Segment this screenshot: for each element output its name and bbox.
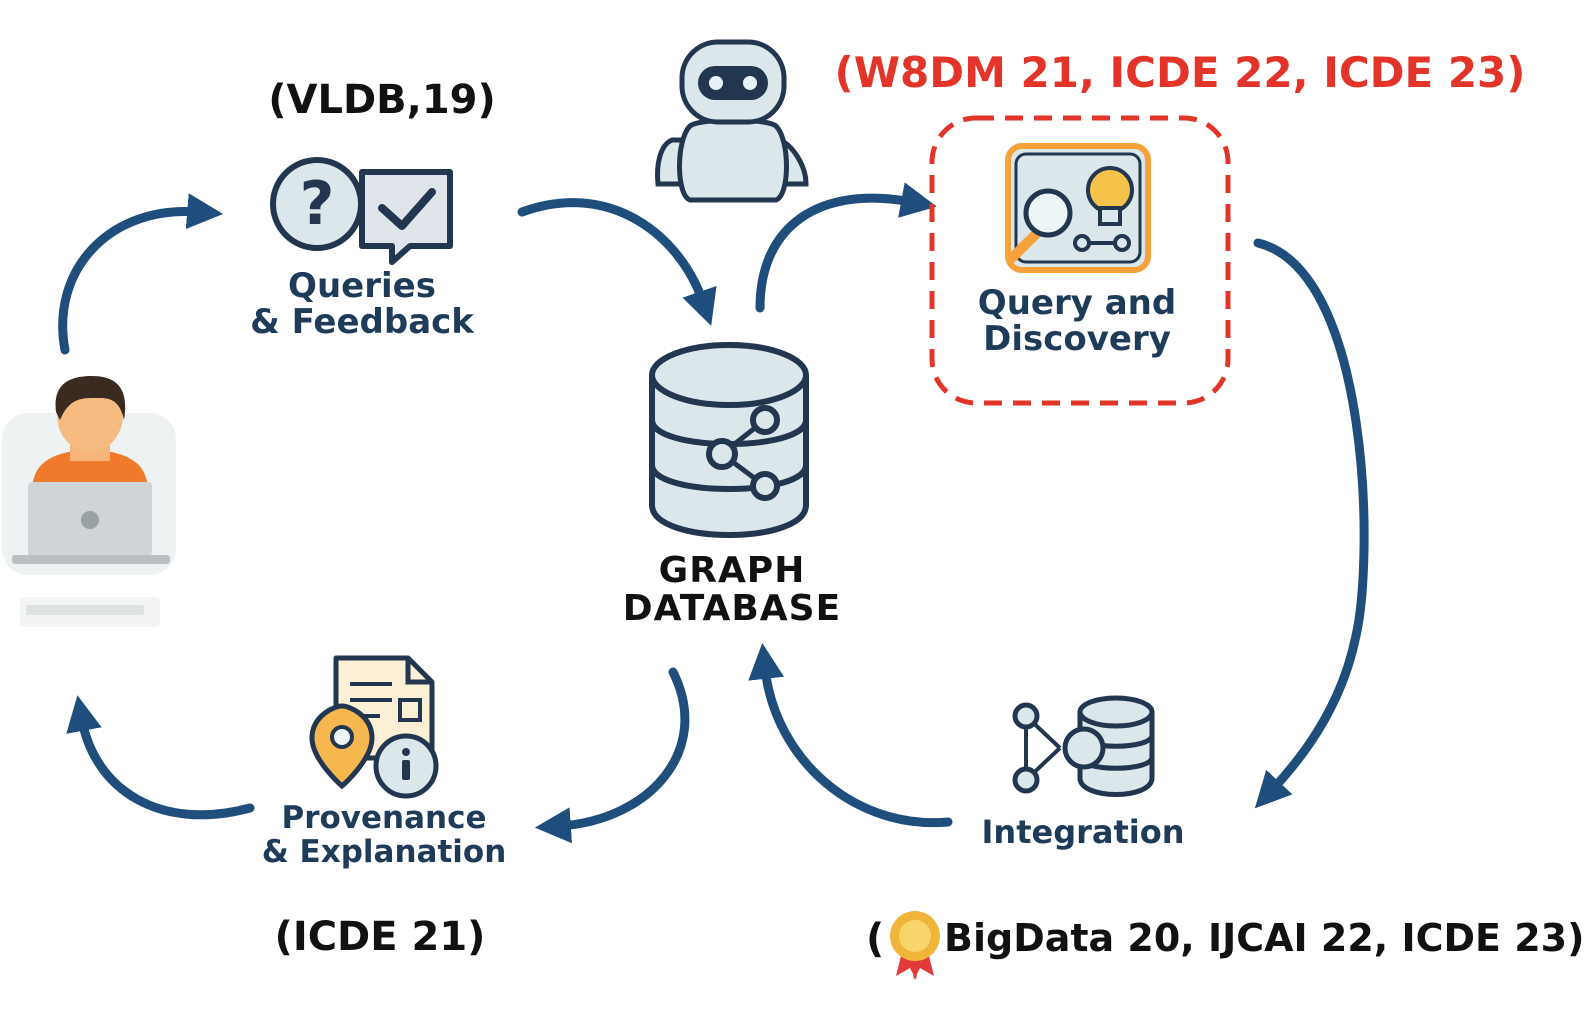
arrow-queries-to-database — [517, 198, 717, 326]
queries-feedback-label: Queries & Feedback — [250, 268, 474, 340]
arrow-database-to-discovery — [755, 182, 937, 313]
venue-integration-open-paren: ( — [866, 916, 885, 962]
network-database-icon — [1012, 695, 1155, 797]
database-label-line2: DATABASE — [622, 588, 842, 629]
venue-provenance: (ICDE 21) — [274, 914, 486, 960]
diagram-graphics: ? — [2, 39, 1369, 980]
flow-arrows — [58, 182, 1369, 844]
graph-database-icon — [649, 342, 809, 538]
queries-label-line1: Queries — [288, 266, 436, 306]
search-lightbulb-icon — [1005, 143, 1151, 273]
arrow-user-to-queries — [58, 193, 224, 355]
diagram-canvas: ? — [2, 39, 1584, 980]
robot-icon — [655, 39, 809, 203]
provenance-explanation-label: Provenance & Explanation — [262, 801, 507, 869]
venue-integration: BigData 20, IJCAI 22, ICDE 23) — [944, 916, 1584, 960]
database-label-line1: GRAPH — [658, 550, 806, 591]
venue-discovery: (W8DM 21, ICDE 22, ICDE 23) — [834, 48, 1526, 97]
user-laptop-icon — [2, 376, 176, 627]
provenance-label-line2: & Explanation — [261, 834, 507, 870]
integration-label-line1: Integration — [981, 813, 1185, 851]
graph-database-label: GRAPH DATABASE — [623, 552, 841, 628]
highlight-dashed-box — [929, 115, 1231, 406]
queries-label-line2: & Feedback — [250, 302, 474, 342]
arrow-database-to-provenance — [534, 667, 690, 844]
question-check-bubble-icon: ? — [270, 157, 453, 265]
query-discovery-label: Query and Discovery — [978, 285, 1176, 357]
arrow-discovery-to-integration — [1253, 238, 1369, 809]
document-info-icon — [309, 655, 439, 799]
venue-queries: (VLDB,19) — [268, 77, 496, 123]
svg-text:?: ? — [300, 169, 335, 239]
arrow-integration-to-database — [748, 642, 953, 828]
discovery-label-line2: Discovery — [983, 319, 1171, 359]
integration-label: Integration — [982, 814, 1185, 850]
arrow-provenance-to-user — [66, 695, 255, 820]
discovery-label-line1: Query and — [977, 283, 1177, 323]
award-medal-icon — [890, 911, 940, 980]
provenance-label-line1: Provenance — [281, 800, 487, 836]
